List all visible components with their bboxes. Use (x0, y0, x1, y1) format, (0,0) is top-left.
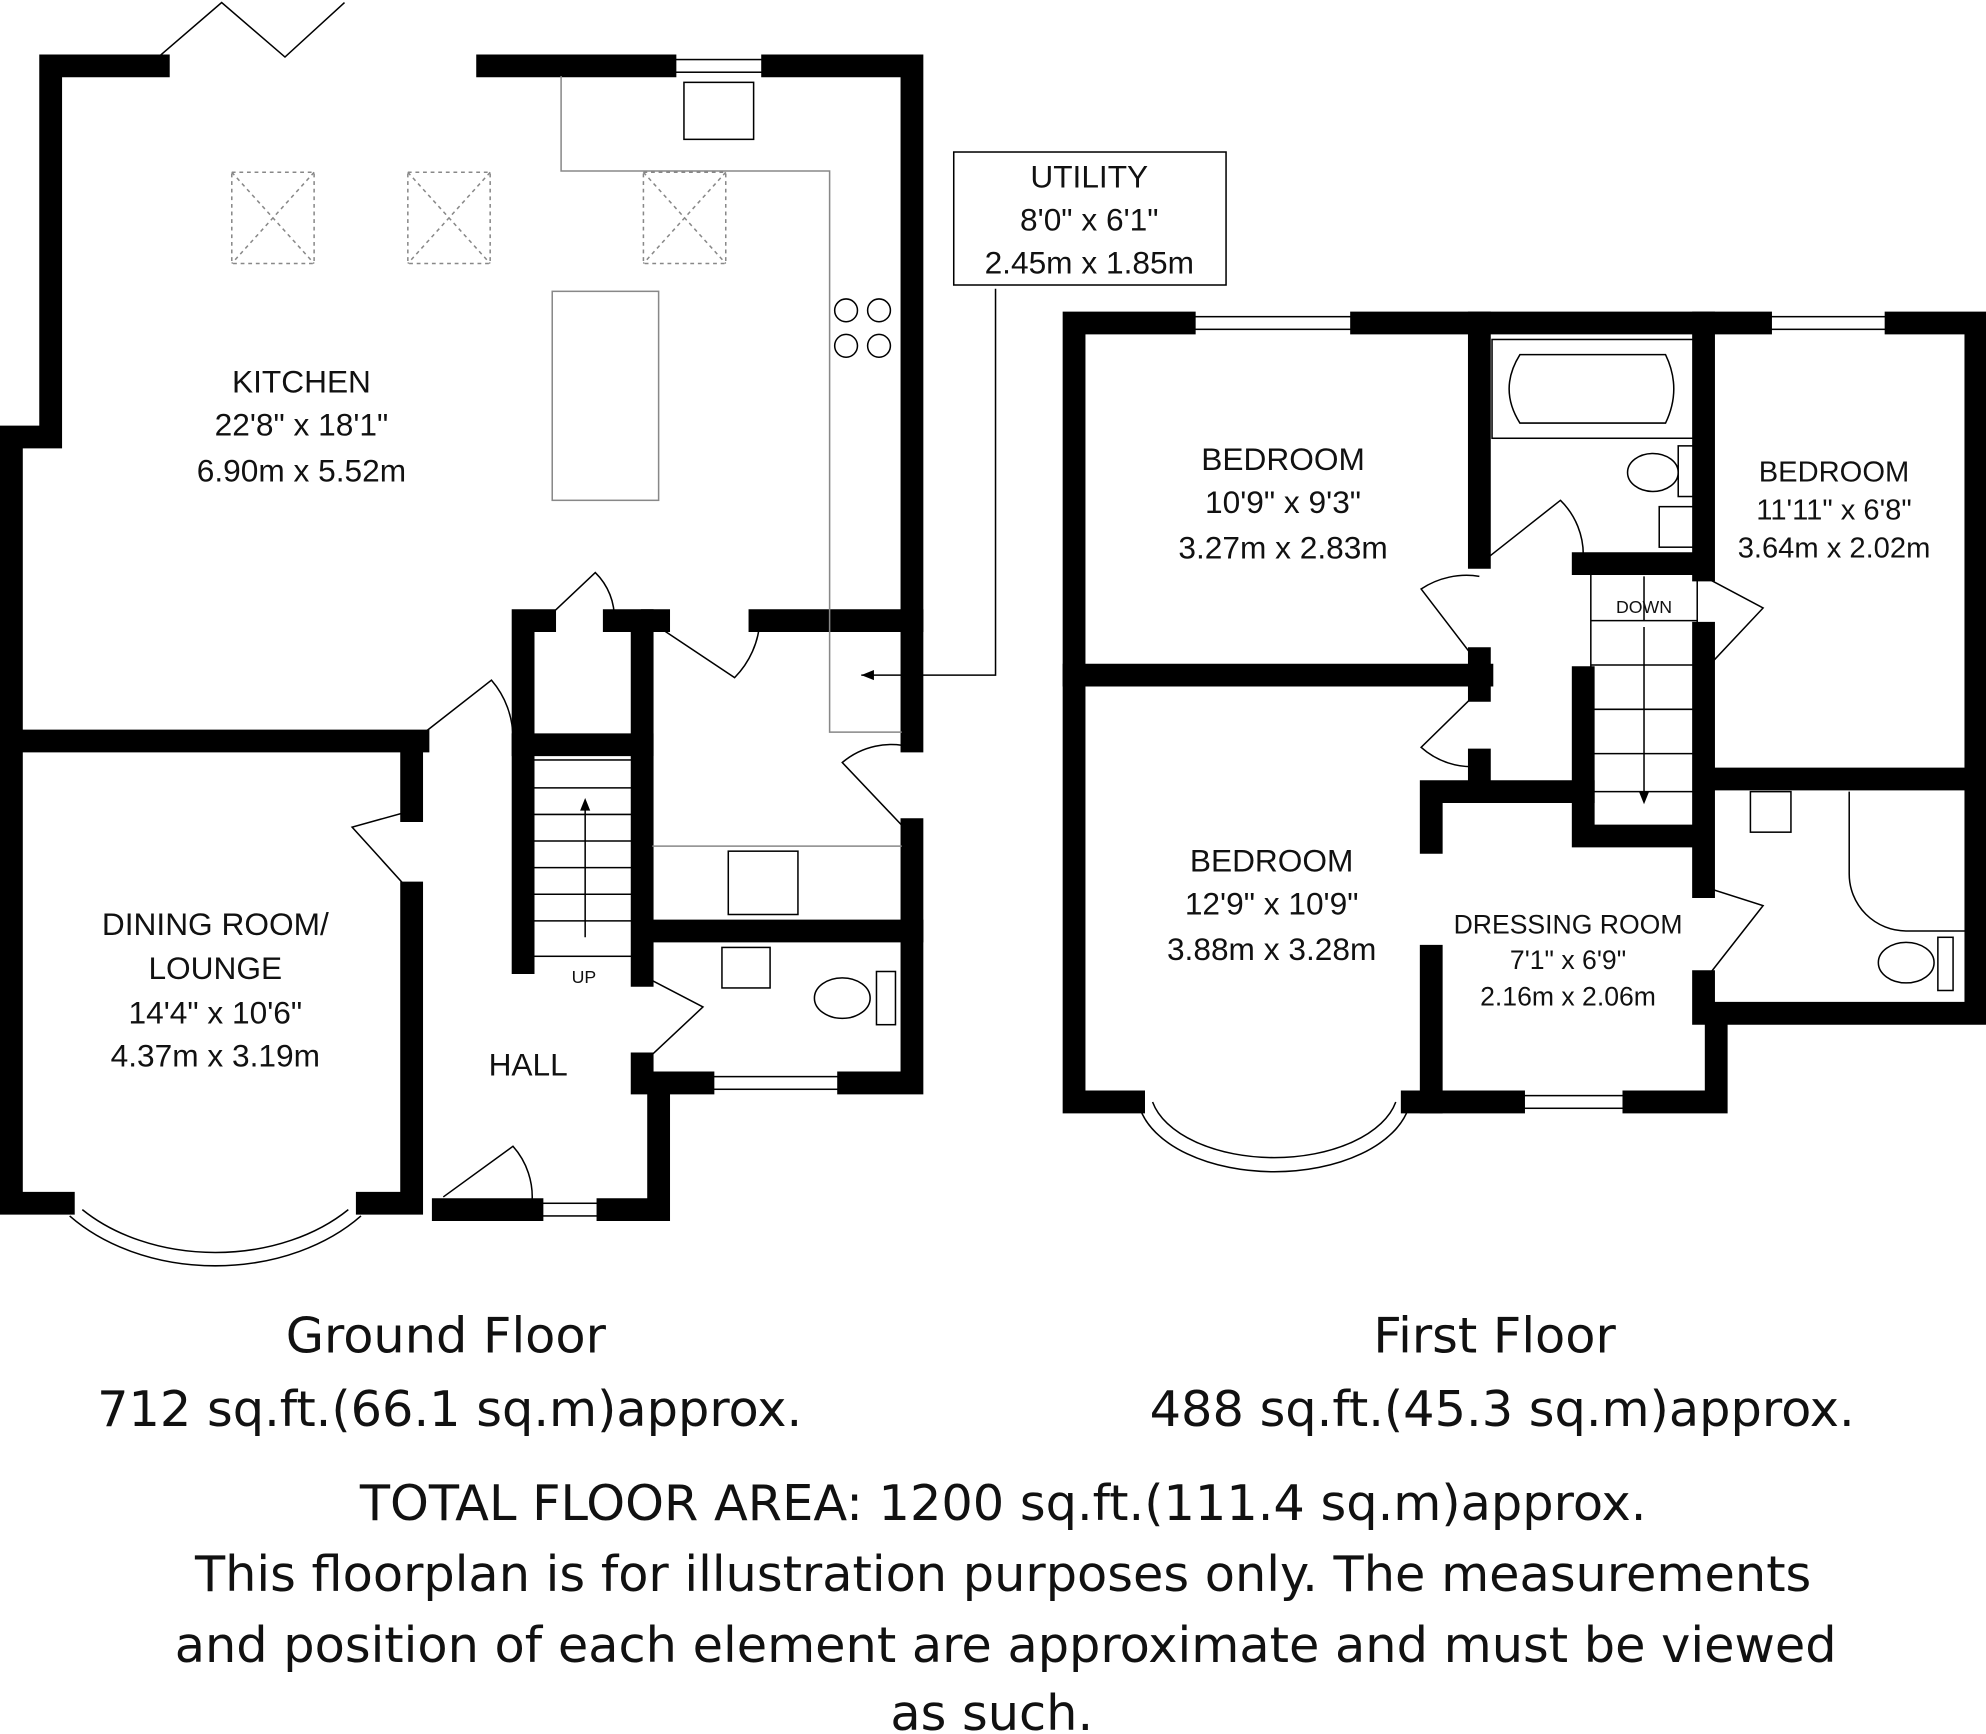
dining-metric: 4.37m x 3.19m (111, 1037, 320, 1073)
bedroom2-metric: 3.64m x 2.02m (1738, 532, 1931, 564)
room-label-dressing: DRESSING ROOM 7'1" x 6'9" 2.16m x 2.06m (1454, 909, 1683, 1011)
bedroom2-name: BEDROOM (1759, 456, 1909, 488)
stairs-up (531, 759, 637, 958)
kitchen-imperial: 22'8" x 18'1" (215, 407, 389, 443)
bedroom3-metric: 3.88m x 3.28m (1167, 931, 1376, 967)
bedroom3-imperial: 12'9" x 10'9" (1185, 885, 1359, 921)
bedroom2-imperial: 11'11" x 6'8" (1756, 494, 1911, 526)
dining-imperial: 14'4" x 10'6" (129, 994, 303, 1030)
first-floor-title: First Floor (1373, 1307, 1616, 1365)
skylight-icon (231, 171, 727, 265)
room-label-dining: DINING ROOM/ LOUNGE 14'4" x 10'6" 4.37m … (102, 906, 329, 1074)
disclaimer-line-2: and position of each element are approxi… (175, 1616, 1837, 1674)
utility-imperial: 8'0" x 6'1" (1020, 202, 1158, 238)
dining-name-1: DINING ROOM/ (102, 906, 329, 942)
ground-floor-area: 712 sq.ft.(66.1 sq.m)approx. (97, 1380, 802, 1438)
stairs-down (1590, 569, 1698, 831)
kitchen-name: KITCHEN (232, 364, 371, 400)
room-label-kitchen: KITCHEN 22'8" x 18'1" 6.90m x 5.52m (197, 364, 406, 489)
dressing-imperial: 7'1" x 6'9" (1510, 945, 1626, 975)
utility-name: UTILITY (1030, 158, 1148, 194)
bedroom1-metric: 3.27m x 2.83m (1178, 530, 1387, 566)
dressing-name: DRESSING ROOM (1454, 909, 1683, 939)
hall-name: HALL (489, 1046, 568, 1082)
first-floor-area: 488 sq.ft.(45.3 sq.m)approx. (1150, 1380, 1855, 1438)
bedroom1-imperial: 10'9" x 9'3" (1205, 484, 1361, 520)
stairs-down-label: DOWN (1616, 597, 1672, 617)
hob-icon (833, 298, 892, 358)
room-label-bedroom1: BEDROOM 10'9" x 9'3" 3.27m x 2.83m (1178, 441, 1387, 566)
kitchen-metric: 6.90m x 5.52m (197, 452, 406, 488)
stairs-up-label: UP (572, 967, 597, 987)
dining-name-2: LOUNGE (148, 950, 282, 986)
disclaimer-line-1: This floorplan is for illustration purpo… (194, 1545, 1811, 1603)
ground-floor-title: Ground Floor (286, 1307, 607, 1365)
bedroom3-name: BEDROOM (1190, 842, 1354, 878)
utility-metric: 2.45m x 1.85m (985, 245, 1194, 281)
room-label-bedroom3: BEDROOM 12'9" x 10'9" 3.88m x 3.28m (1167, 842, 1376, 967)
ground-floor-plan (0, 1, 997, 1267)
total-floor-area: TOTAL FLOOR AREA: 1200 sq.ft.(111.4 sq.m… (359, 1474, 1647, 1532)
dressing-metric: 2.16m x 2.06m (1480, 982, 1656, 1012)
room-label-bedroom2: BEDROOM 11'11" x 6'8" 3.64m x 2.02m (1738, 456, 1931, 564)
bedroom1-name: BEDROOM (1201, 441, 1365, 477)
room-label-utility: UTILITY 8'0" x 6'1" 2.45m x 1.85m (952, 151, 1227, 286)
disclaimer-line-3: as such. (890, 1684, 1093, 1734)
first-floor-plan (1062, 311, 1986, 1173)
